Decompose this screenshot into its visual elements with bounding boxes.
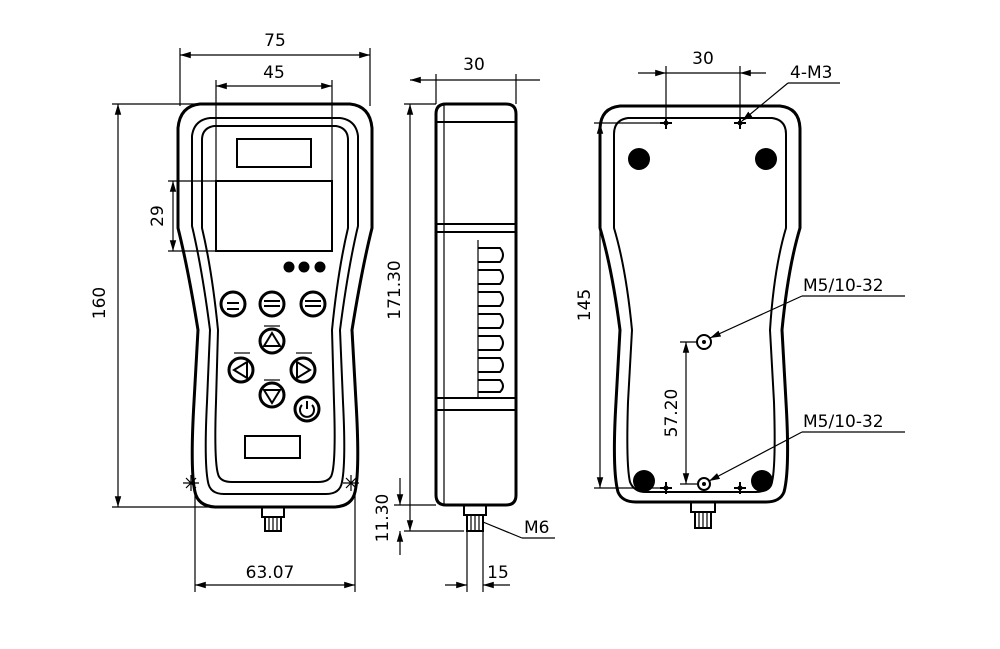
dim-side-thickness: 30	[463, 55, 485, 75]
up-arrow-key	[258, 325, 286, 355]
rubber-foot	[628, 148, 650, 170]
front-panel	[201, 125, 349, 483]
indicator-led	[283, 261, 295, 273]
label-4-m3: 4-M3	[790, 63, 832, 83]
indicator-led	[314, 261, 326, 273]
thread-label-m6: M6	[524, 518, 549, 538]
right-arrow-key	[289, 352, 317, 384]
top-label-window	[236, 138, 312, 168]
dim-mount-offset: 57.20	[662, 389, 682, 438]
dim-display-height: 29	[148, 205, 168, 227]
m5-mount-hole-upper	[696, 334, 712, 350]
key-left	[219, 290, 247, 318]
dim-bottom-width: 63.07	[246, 563, 295, 583]
down-arrow-key	[258, 379, 286, 409]
back-view: 30 4-M3 145 57.20 M5/10-32 M5/10-32	[575, 49, 905, 529]
key-center	[258, 290, 286, 318]
dim-connector-height: 11.30	[373, 494, 393, 543]
dim-overall-width: 75	[264, 31, 286, 51]
m5-mount-hole-lower	[697, 477, 711, 491]
left-arrow-key	[227, 352, 255, 384]
power-key	[293, 395, 321, 423]
label-m5-lower: M5/10-32	[803, 412, 884, 432]
back-connector	[690, 501, 716, 529]
rubber-foot	[633, 470, 655, 492]
dim-side-height: 171.30	[385, 260, 405, 319]
side-connector	[463, 504, 487, 532]
display-screen	[215, 180, 333, 252]
front-housing-outer	[176, 102, 374, 509]
front-view: 75 45 29 160 63.07	[90, 31, 374, 592]
label-m5-upper: M5/10-32	[803, 276, 884, 296]
rubber-foot	[751, 470, 773, 492]
dim-connector-width: 15	[487, 563, 509, 583]
front-housing-inner	[191, 117, 359, 495]
dim-display-width: 45	[263, 63, 285, 83]
side-view: 30 171.30 11.30 M6 15	[373, 55, 555, 592]
bottom-label-window	[244, 435, 301, 459]
back-housing-inner	[613, 117, 787, 493]
m3-hole	[734, 482, 746, 494]
dim-back-height: 145	[575, 289, 595, 321]
indicator-led	[298, 261, 310, 273]
side-grip-ribs	[477, 240, 504, 398]
back-housing-outer	[598, 104, 802, 504]
rubber-foot	[755, 148, 777, 170]
dim-overall-height: 160	[90, 287, 110, 319]
side-housing	[434, 102, 518, 507]
dim-hole-spacing: 30	[692, 49, 714, 69]
key-right	[299, 290, 327, 318]
front-connector	[261, 506, 285, 532]
